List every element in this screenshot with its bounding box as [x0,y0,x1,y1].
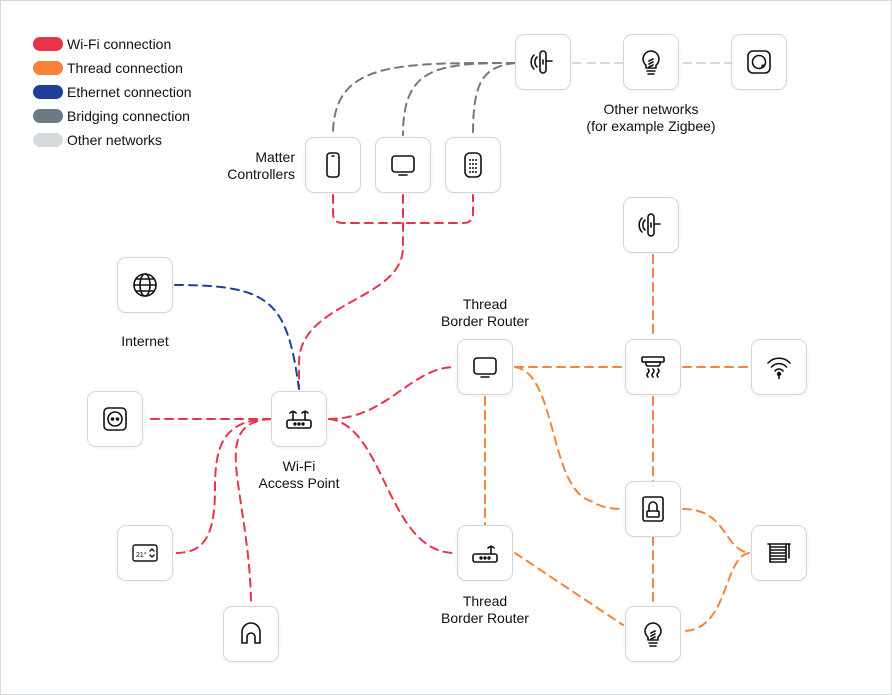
thread-link-blinds-to-bulb [682,552,750,632]
zigbee-bulb-node[interactable] [623,34,679,90]
tv-icon [473,357,497,378]
wifi-link-controller-tv-to-ap [298,194,404,390]
legend-item-bridging: Bridging connection [33,104,192,128]
label-line: Matter [255,149,295,165]
label-line: Other networks [603,101,699,117]
zigbee-switch-node[interactable] [731,34,787,90]
bulb-icon [642,50,660,75]
home-hub-node[interactable] [223,606,279,662]
door-lock-icon [642,496,664,522]
legend-swatch [33,133,63,147]
door-lock-node[interactable] [625,481,681,537]
bridge-node[interactable] [515,34,571,90]
outlet-node[interactable] [87,391,143,447]
wifi-device-node[interactable] [751,339,807,395]
smoke-detector-node[interactable] [625,339,681,395]
thread-plug-node[interactable] [623,197,679,253]
thread-link-lock-to-blinds [682,508,750,554]
internet-globe-node[interactable] [117,257,173,313]
legend-swatch [33,37,63,51]
label-line: Controllers [227,166,295,182]
legend-label: Thread connection [67,60,183,76]
legend-label: Other networks [67,132,162,148]
wifi-signal-icon [767,357,791,380]
legend-swatch [33,109,63,123]
blinds-node[interactable] [751,525,807,581]
phone-icon [326,152,340,178]
thermostat-icon: 21° [132,544,158,562]
wifi-link-ap-to-tbr-tv [328,366,456,420]
label-line: Access Point [258,475,340,491]
ethernet-link-internet-to-ap [174,284,300,390]
globe-icon [133,273,157,297]
blinds-icon [767,543,791,563]
wifi-link-ap-to-tbr-router [328,418,456,554]
legend-swatch [33,85,63,99]
thread-link-tbr-router-to-bulb [514,552,624,626]
legend-item-other-networks: Other networks [33,128,192,152]
wifi-link-ap-to-thermostat [174,418,272,554]
thermostat-node[interactable]: 21° [117,525,173,581]
thread-link-tbr-tv-to-lock [514,366,624,510]
legend-label: Bridging connection [67,108,190,124]
label-line: Border Router [441,313,529,329]
wall-switch-icon [747,50,771,74]
label-line: (for example Zigbee) [586,118,716,134]
legend-item-thread: Thread connection [33,56,192,80]
legend-label: Wi-Fi connection [67,36,172,52]
controller-tv-node[interactable] [375,137,431,193]
bulb-icon [644,622,662,647]
thread-border-router-router-node[interactable] [457,525,513,581]
speaker-icon [464,152,482,178]
controller-speaker-node[interactable] [445,137,501,193]
wifi-link-ap-to-home [234,418,272,607]
thread-bulb-node[interactable] [625,606,681,662]
legend-item-ethernet: Ethernet connection [33,80,192,104]
power-outlet-icon [103,407,127,431]
legend: Wi-Fi connection Thread connection Ether… [33,32,192,152]
bridging-link-tv [402,62,516,136]
smart-plug-icon [638,213,661,237]
wifi-link-controllers [332,194,474,224]
thread-border-router-tv-node[interactable] [457,339,513,395]
legend-swatch [33,61,63,75]
label-line: Border Router [441,610,529,626]
internet-label: Internet [121,333,169,349]
label-line: Thread [462,296,508,312]
controller-phone-node[interactable] [305,137,361,193]
wifi-access-point-node[interactable] [271,391,327,447]
other-networks-label: Other networks (for example Zigbee) [561,101,741,135]
legend-label: Ethernet connection [67,84,192,100]
thread-border-router-bottom-label: Thread Border Router [425,593,545,627]
legend-item-wifi: Wi-Fi connection [33,32,192,56]
router-icon [286,410,312,429]
bridge-plug-icon [530,50,553,74]
matter-controllers-label: Matter Controllers [201,149,295,183]
tv-icon [391,155,415,176]
thermostat-display-text: 21° [136,551,147,559]
smoke-detector-icon [641,356,665,378]
label-line: Thread [462,593,508,609]
wifi-access-point-label: Wi-Fi Access Point [239,458,359,492]
home-icon [241,622,261,644]
bridging-link-speaker [472,62,516,136]
thread-border-router-top-label: Thread Border Router [425,296,545,330]
router-icon [472,545,498,563]
label-line: Wi-Fi [282,458,316,474]
